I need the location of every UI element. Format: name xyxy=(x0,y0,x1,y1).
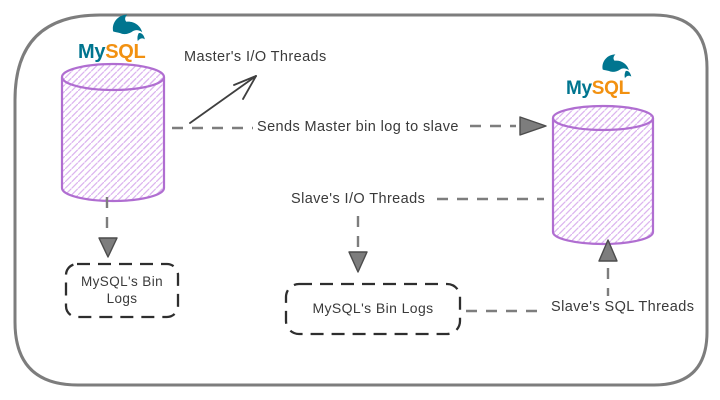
master-binlog-arrowhead xyxy=(98,237,118,258)
mysql-logo-text: MySQL xyxy=(78,42,150,62)
mysql-dolphin-icon xyxy=(602,54,632,79)
sends-arrowhead xyxy=(519,116,547,136)
master-binlog-box xyxy=(64,262,180,319)
outer-border xyxy=(13,13,709,387)
mysql-logo-slave: MySQL xyxy=(566,52,636,98)
label-masters-io-threads: Master's I/O Threads xyxy=(184,49,327,65)
mysql-logo-master: MySQL xyxy=(78,12,150,62)
slave-binlog-arrowhead xyxy=(348,251,368,273)
master-cylinder-body xyxy=(60,77,166,203)
slave-binlog-label: MySQL's Bin Logs xyxy=(312,300,434,317)
mysql-dolphin-icon xyxy=(112,14,145,42)
label-slaves-io-threads: Slave's I/O Threads xyxy=(291,191,426,207)
logo-my: My xyxy=(566,78,592,99)
masters-io-threads-arrow xyxy=(189,75,257,124)
sql-thread-arrowhead xyxy=(598,239,618,262)
logo-sql: SQL xyxy=(105,41,146,63)
logo-my: My xyxy=(78,41,106,63)
label-slaves-sql-threads: Slave's SQL Threads xyxy=(551,299,695,315)
slave-binlog-box xyxy=(284,282,462,336)
master-binlog-box-text: MySQL's Bin Logs xyxy=(66,264,178,317)
master-binlog-line2: Logs xyxy=(106,290,138,306)
master-binlog-line1: MySQL's Bin xyxy=(81,273,163,289)
master-cylinder-top xyxy=(60,62,166,92)
slave-database-cylinder xyxy=(551,104,655,246)
master-database-cylinder xyxy=(60,62,166,203)
slave-binlog-box-text: MySQL's Bin Logs xyxy=(286,284,460,334)
slave-cylinder-body xyxy=(551,118,655,246)
label-sends-master-bin-log: Sends Master bin log to slave xyxy=(257,119,459,135)
logo-sql: SQL xyxy=(591,78,630,99)
mysql-logo-text: MySQL xyxy=(566,79,636,98)
slave-cylinder-top xyxy=(551,104,655,132)
